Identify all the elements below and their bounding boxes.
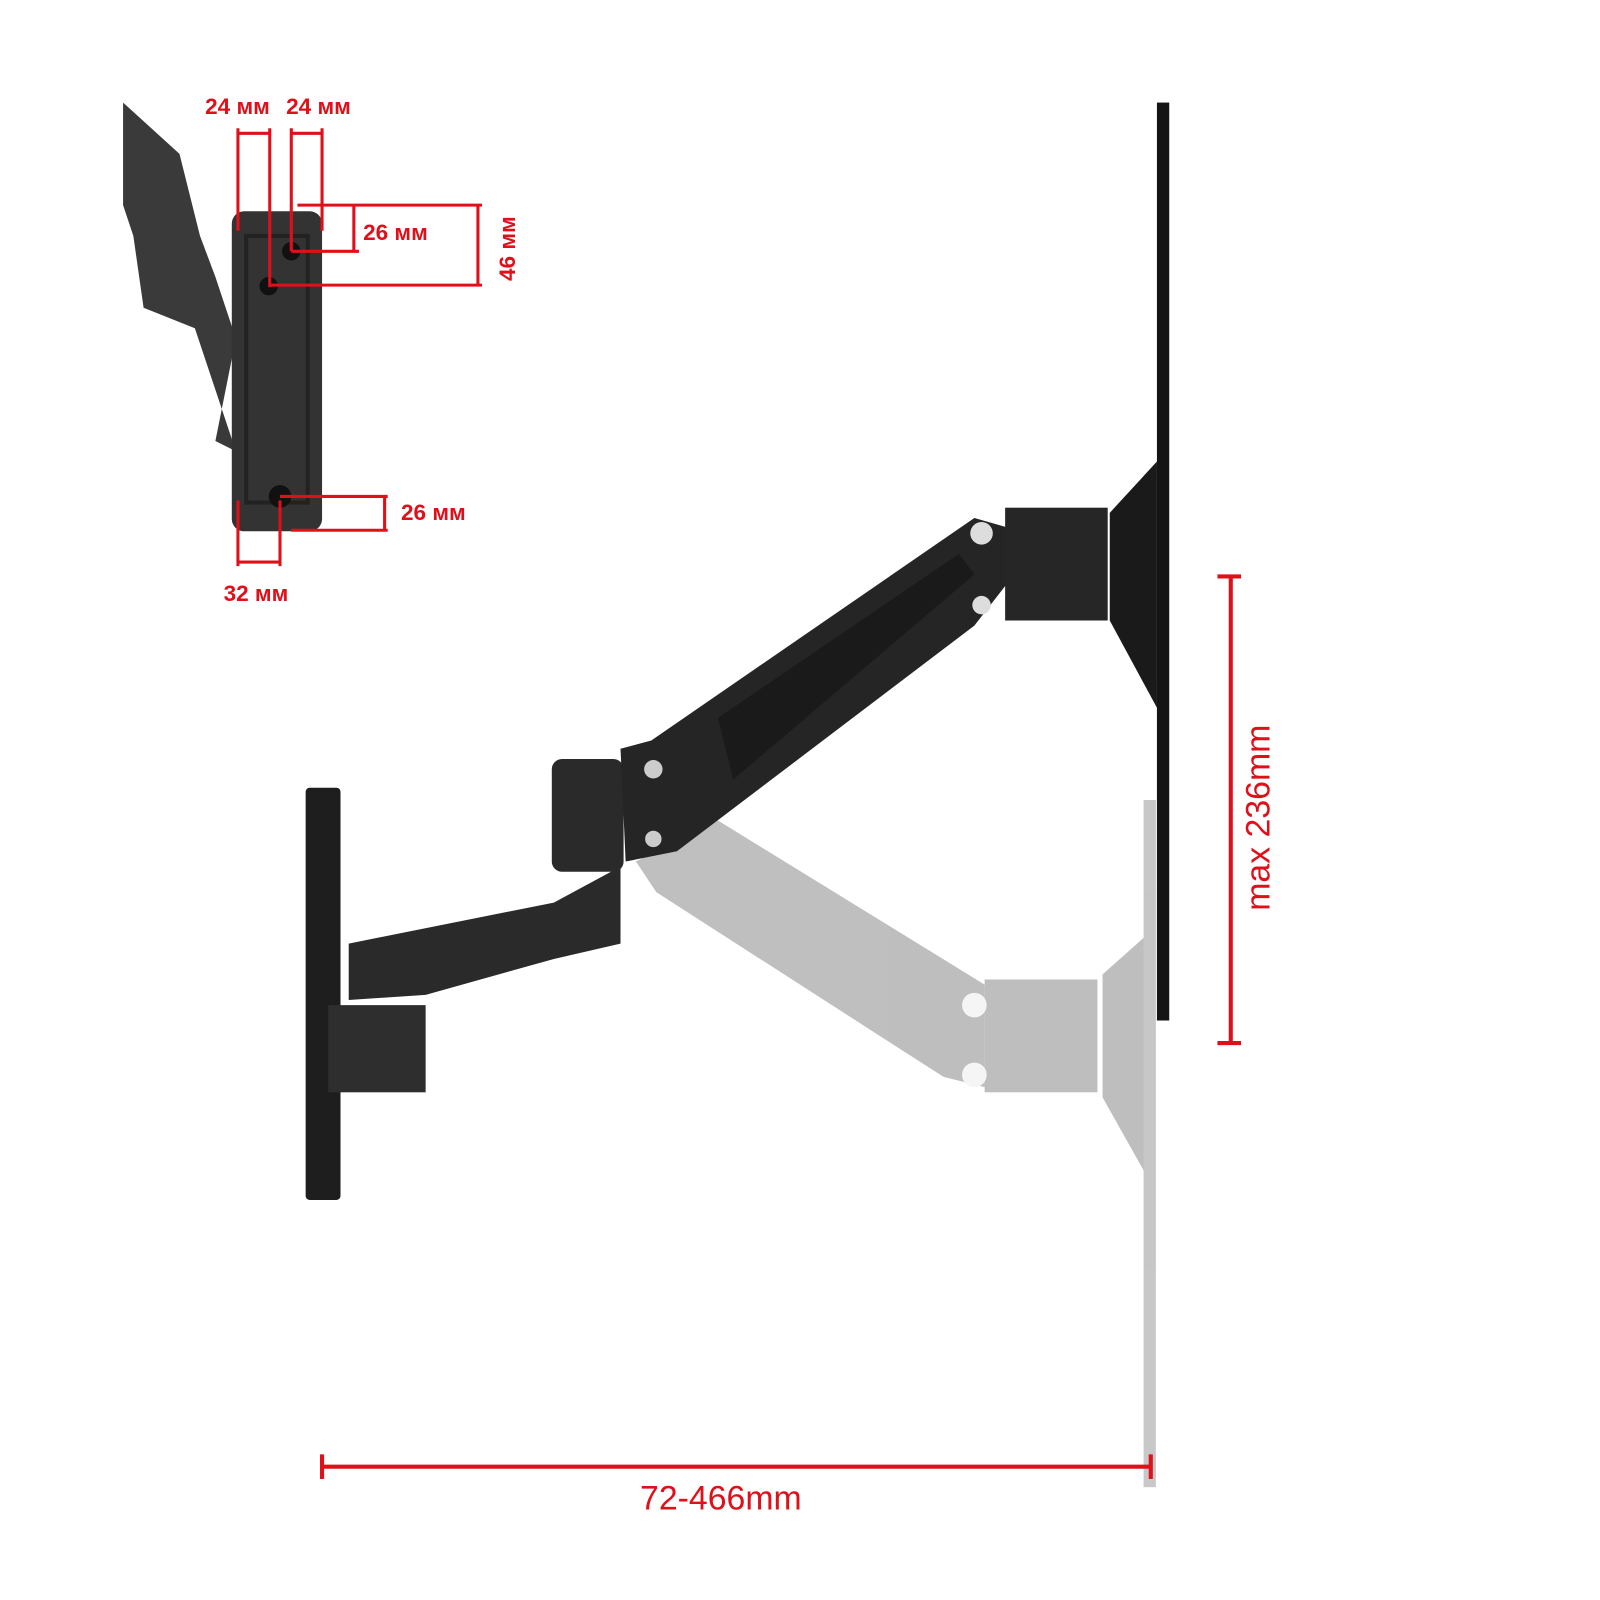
pivot-bolt: [972, 595, 991, 615]
elbow-joint: [551, 758, 624, 872]
dim-lower-hole-offset: 26 мм: [401, 500, 466, 525]
wall-plate: [305, 787, 341, 1200]
dim-top-left: 24 мм: [205, 94, 270, 119]
pivot-bolt: [644, 760, 663, 779]
horizontal-range-line: [320, 1454, 1153, 1479]
dim-bottom-width: 32 мм: [224, 581, 289, 606]
vertical-range-label: max 236mm: [1240, 725, 1278, 911]
dim-top-right: 24 мм: [286, 94, 351, 119]
ghost-arm-position: [635, 800, 1156, 1488]
tilt-head: [1005, 507, 1108, 621]
pivot-bolt: [645, 830, 662, 848]
detail-dimension-lines: [236, 128, 483, 567]
vertical-range-line: [1217, 574, 1242, 1046]
dim-upper-hole-offset: 26 мм: [363, 220, 428, 245]
vesa-plate: [1156, 102, 1170, 1021]
horizontal-range-label: 72-466mm: [640, 1480, 802, 1518]
dim-height: 46 мм: [495, 216, 520, 281]
wall-bracket: [328, 1005, 426, 1093]
pivot-bolt: [970, 522, 993, 545]
lower-arm: [348, 866, 621, 1000]
